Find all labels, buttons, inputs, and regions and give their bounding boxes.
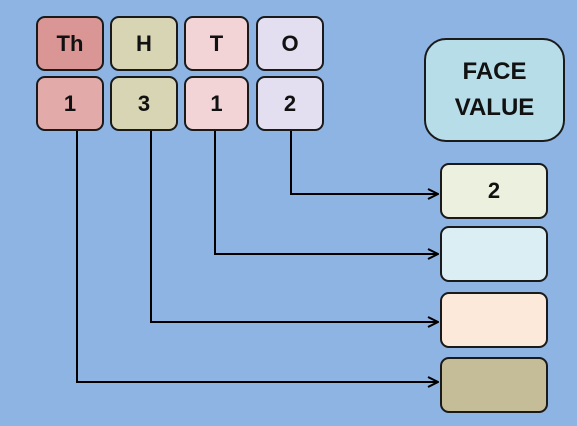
header-thousands: Th: [36, 16, 104, 71]
header-ones: O: [256, 16, 324, 71]
digit-hundreds: 3: [110, 76, 178, 131]
face-value-box-thousands[interactable]: [440, 357, 548, 413]
face-value-title: FACE VALUE: [424, 38, 565, 142]
header-tens: T: [184, 16, 249, 71]
arrow-hundreds: [150, 130, 437, 322]
arrow-tens: [214, 130, 437, 254]
arrow-ones: [290, 130, 437, 194]
face-value-box-hundreds[interactable]: [440, 292, 548, 348]
face-value-box-tens[interactable]: [440, 226, 548, 282]
face-value-title-line2: VALUE: [454, 94, 535, 121]
arrow-thousands: [76, 130, 437, 382]
header-hundreds: H: [110, 16, 178, 71]
digit-ones: 2: [256, 76, 324, 131]
face-value-title-line1: FACE: [462, 58, 527, 85]
digit-thousands: 1: [36, 76, 104, 131]
digit-tens: 1: [184, 76, 249, 131]
face-value-box-ones[interactable]: 2: [440, 163, 548, 219]
